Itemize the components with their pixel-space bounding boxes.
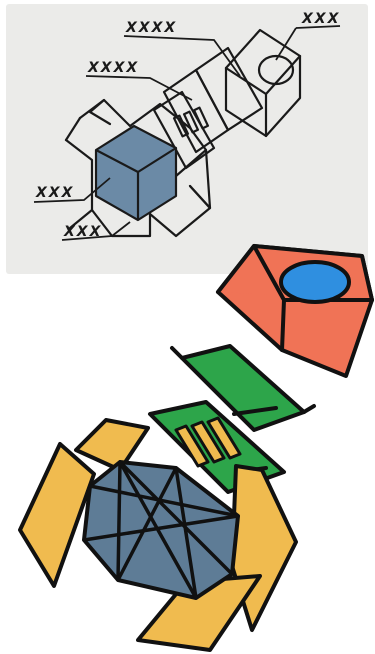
core-cube <box>84 462 238 598</box>
color-exploded-view <box>20 246 372 650</box>
sketch-panel: XXXX XXX XXXX XXX XXX <box>6 4 368 274</box>
callout-label-3: XXXX <box>87 60 139 76</box>
side-panel-left <box>20 444 94 586</box>
sketch-background <box>6 4 368 274</box>
callout-label-1: XXXX <box>125 20 177 36</box>
callout-label-5: XXX <box>63 224 102 240</box>
callout-label-4: XXX <box>35 185 74 201</box>
callout-label-2: XXX <box>301 11 340 27</box>
cap-port <box>281 262 349 302</box>
